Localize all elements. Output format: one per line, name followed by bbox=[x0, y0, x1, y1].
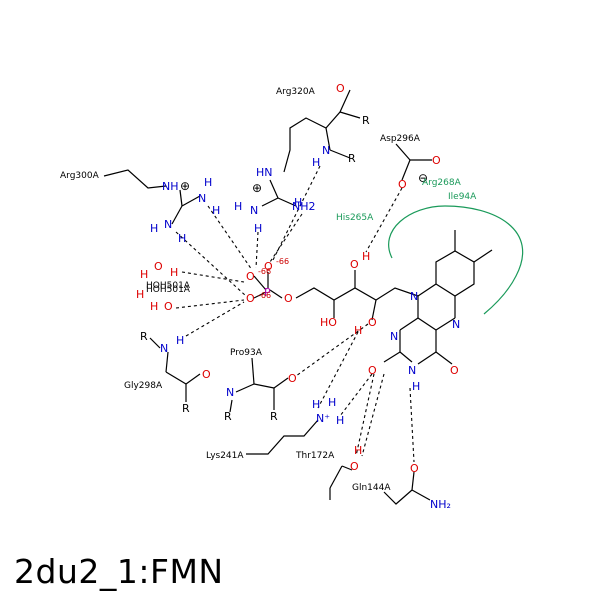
atom-h: H bbox=[294, 196, 302, 209]
atom-nh2: NH₂ bbox=[430, 498, 451, 511]
residue-labels: Arg320A Asp296A Arg268A Ile94A His265A A… bbox=[60, 87, 477, 493]
atom-h: H bbox=[336, 414, 344, 427]
atom-r: R bbox=[182, 402, 190, 415]
residue-label-lys241: Lys241A bbox=[206, 451, 244, 461]
atom-n: N bbox=[164, 218, 172, 231]
atom-nh2: NH2 bbox=[292, 200, 316, 213]
atom-h: H bbox=[150, 222, 158, 235]
atom-p: P bbox=[264, 286, 271, 299]
atom-r: R bbox=[140, 330, 148, 343]
atom-n: N bbox=[410, 290, 418, 303]
atom-ho: HO bbox=[320, 316, 337, 329]
charge-labels: -66 -66 -66 bbox=[258, 257, 289, 300]
residue-label-ile94: Ile94A bbox=[448, 192, 477, 202]
atom-o: O bbox=[246, 270, 255, 283]
atom-n: N bbox=[408, 364, 416, 377]
atom-h: H bbox=[412, 380, 420, 393]
atom-o: O bbox=[368, 316, 377, 329]
residue-label-arg320: Arg320A bbox=[276, 87, 316, 97]
atom-r: R bbox=[270, 410, 278, 423]
atom-r: R bbox=[224, 410, 232, 423]
residue-label-thr172: Thr172A bbox=[295, 451, 335, 461]
atom-o: O bbox=[410, 462, 419, 475]
atom-o: O bbox=[368, 364, 377, 377]
figure-caption: 2du2_1:FMN bbox=[14, 552, 224, 591]
atom-o: O bbox=[350, 460, 359, 473]
atom-o: O bbox=[202, 368, 211, 381]
atom-o: O bbox=[154, 260, 163, 273]
atom-n: N bbox=[452, 318, 460, 331]
residue-label-arg300: Arg300A bbox=[60, 171, 100, 181]
atom-h: H bbox=[178, 232, 186, 245]
bonds bbox=[103, 89, 493, 505]
atom-h: H bbox=[150, 300, 158, 313]
charge-label: -66 bbox=[258, 267, 271, 276]
atom-nplus: N⁺ bbox=[316, 412, 330, 425]
atom-o: O bbox=[284, 292, 293, 305]
residue-label-his265: His265A bbox=[336, 213, 374, 223]
atom-h: H bbox=[204, 176, 212, 189]
atom-h: H bbox=[354, 444, 362, 457]
atom-o: O bbox=[398, 178, 407, 191]
atom-o: O bbox=[350, 258, 359, 271]
atom-o: O bbox=[164, 300, 173, 313]
atom-h: H bbox=[312, 398, 320, 411]
atom-h: H bbox=[328, 396, 336, 409]
atom-h: H bbox=[170, 266, 178, 279]
atom-h: H bbox=[254, 222, 262, 235]
residue-label-asp296: Asp296A bbox=[380, 134, 421, 144]
residue-label-pro93: Pro93A bbox=[230, 348, 263, 358]
atom-o: O bbox=[336, 82, 345, 95]
residue-label-arg268: Arg268A bbox=[422, 178, 462, 188]
residue-label-gly298: Gly298A bbox=[124, 381, 163, 391]
atom-n: N bbox=[160, 342, 168, 355]
atom-h: H bbox=[140, 268, 148, 281]
atom-n: N bbox=[250, 204, 258, 217]
atom-o: O bbox=[432, 154, 441, 167]
residue-label-gln144: Gln144A bbox=[352, 483, 391, 493]
positive-charge-icon: ⊕ bbox=[180, 179, 190, 193]
atom-n: N bbox=[390, 330, 398, 343]
atom-h: H bbox=[354, 324, 362, 337]
atom-r: R bbox=[348, 152, 356, 165]
charge-label: -66 bbox=[276, 257, 289, 266]
atom-h: H bbox=[362, 250, 370, 263]
hydrogen-bonds bbox=[175, 165, 415, 463]
atom-h: H bbox=[136, 288, 144, 301]
atom-h: H bbox=[312, 156, 320, 169]
atom-h: H bbox=[234, 200, 242, 213]
atom-o: O bbox=[264, 260, 273, 273]
atom-nh: NH bbox=[162, 180, 179, 193]
hydrophobic-contact-arc bbox=[388, 205, 524, 315]
atom-n: N bbox=[198, 192, 206, 205]
charge-label: -66 bbox=[258, 291, 271, 300]
atom-labels: O R N H R HN NH2 H N H H O O NH H N H H … bbox=[136, 82, 460, 511]
atom-n: N bbox=[226, 386, 234, 399]
residue-label-hoh: HOH501A bbox=[146, 285, 191, 295]
atom-o: O bbox=[246, 292, 255, 305]
atom-o: O bbox=[288, 372, 297, 385]
negative-charge-icon: ⊖ bbox=[418, 171, 428, 185]
atom-o: O bbox=[450, 364, 459, 377]
atom-r: R bbox=[362, 114, 370, 127]
atom-hn: HN bbox=[256, 166, 273, 179]
atom-n: N bbox=[322, 144, 330, 157]
atom-h: H bbox=[176, 334, 184, 347]
positive-charge-icon: ⊕ bbox=[252, 181, 262, 195]
residue-label-hoh: HOH501A bbox=[146, 281, 191, 291]
atom-h: H bbox=[212, 204, 220, 217]
